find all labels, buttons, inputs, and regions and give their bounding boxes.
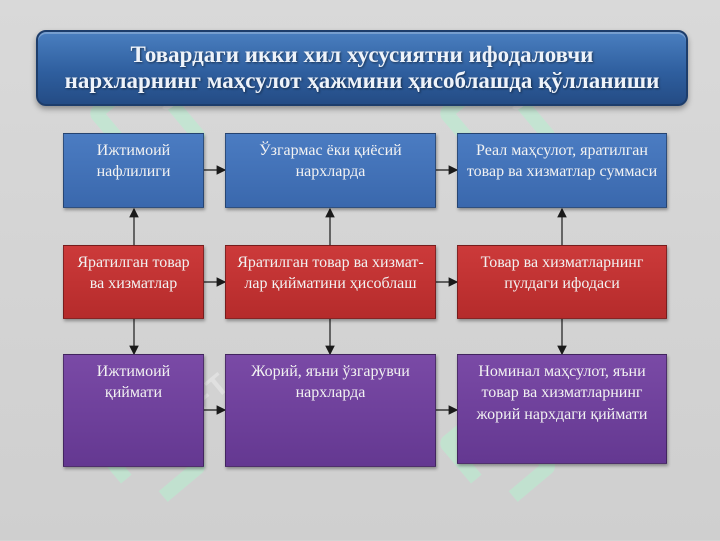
box-calc-value: Яратилган товар ва хизмат-лар қийматини …: [225, 245, 436, 319]
box-social-benefit: Ижтимоий нафлилиги: [63, 133, 204, 208]
box-label: Номинал маҳсулот, яъни товар ва хизматла…: [476, 363, 648, 423]
box-label: Яратилган товар ва хизмат-лар қийматини …: [237, 254, 424, 293]
box-label: Жорий, яъни ўзгарувчи нархларда: [251, 363, 410, 402]
box-fixed-prices: Ўзгармас ёки қиёсий нархларда: [225, 133, 436, 208]
box-label: Товар ва хизматларнинг пулдаги ифодаси: [480, 254, 644, 293]
box-money-expression: Товар ва хизматларнинг пулдаги ифодаси: [457, 245, 667, 319]
box-social-value: Ижтимоий қиймати: [63, 354, 204, 467]
box-real-product: Реал маҳсулот, яратилган товар ва хизмат…: [457, 133, 667, 208]
box-current-prices: Жорий, яъни ўзгарувчи нархларда: [225, 354, 436, 467]
box-created-goods: Яратилган товар ва хизматлар: [63, 245, 204, 319]
box-label: Яратилган товар ва хизматлар: [77, 254, 190, 293]
title-banner: Товардаги икки хил хусусиятни ифодаловчи…: [36, 30, 688, 106]
box-label: Реал маҳсулот, яратилган товар ва хизмат…: [466, 142, 658, 181]
title-line-2: нархларнинг маҳсулот ҳажмини ҳисоблашда …: [64, 68, 660, 93]
box-label: Ўзгармас ёки қиёсий нархларда: [259, 142, 402, 181]
slide-title: Товардаги икки хил хусусиятни ифодаловчи…: [51, 42, 674, 95]
title-line-1: Товардаги икки хил хусусиятни ифодаловчи: [130, 41, 594, 67]
box-nominal-product: Номинал маҳсулот, яъни товар ва хизматла…: [457, 354, 667, 464]
box-label: Ижтимоий қиймати: [96, 363, 171, 402]
box-label: Ижтимоий нафлилиги: [96, 142, 171, 181]
